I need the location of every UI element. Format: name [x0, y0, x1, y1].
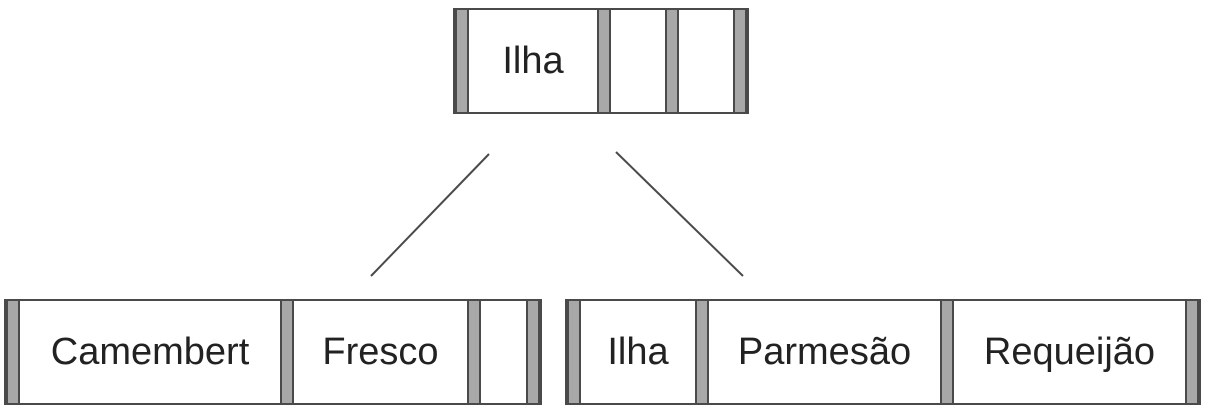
edge-root-to-left-leaf — [370, 153, 490, 277]
left-leaf-key-0: Camembert — [50, 330, 250, 373]
left-leaf-key-2 — [481, 301, 526, 403]
root-pointer-1 — [597, 10, 611, 112]
left-leaf-pointer-1 — [280, 301, 294, 403]
right-leaf-key-1: Parmesão — [737, 330, 912, 373]
root-key-0: Ilha — [502, 39, 564, 82]
root-node: Ilha — [453, 8, 749, 114]
root-pointer-2 — [665, 10, 679, 112]
left-leaf-pointer-0 — [6, 301, 20, 403]
right-leaf-pointer-0 — [567, 301, 581, 403]
left-leaf-pointer-2 — [467, 301, 481, 403]
left-leaf-node: Camembert Fresco — [4, 299, 542, 405]
root-key-1 — [611, 10, 665, 112]
right-leaf-key-2: Requeijão — [983, 330, 1156, 373]
right-leaf-pointer-1 — [695, 301, 709, 403]
left-leaf-pointer-3 — [526, 301, 540, 403]
right-leaf-key-0: Ilha — [607, 330, 669, 373]
right-leaf-node: Ilha Parmesão Requeijão — [565, 299, 1201, 405]
right-leaf-pointer-3 — [1185, 301, 1199, 403]
root-key-2 — [679, 10, 733, 112]
left-leaf-key-1: Fresco — [322, 330, 439, 373]
root-pointer-0 — [455, 10, 469, 112]
edge-root-to-right-leaf — [615, 151, 744, 277]
root-pointer-3 — [733, 10, 747, 112]
right-leaf-pointer-2 — [940, 301, 954, 403]
